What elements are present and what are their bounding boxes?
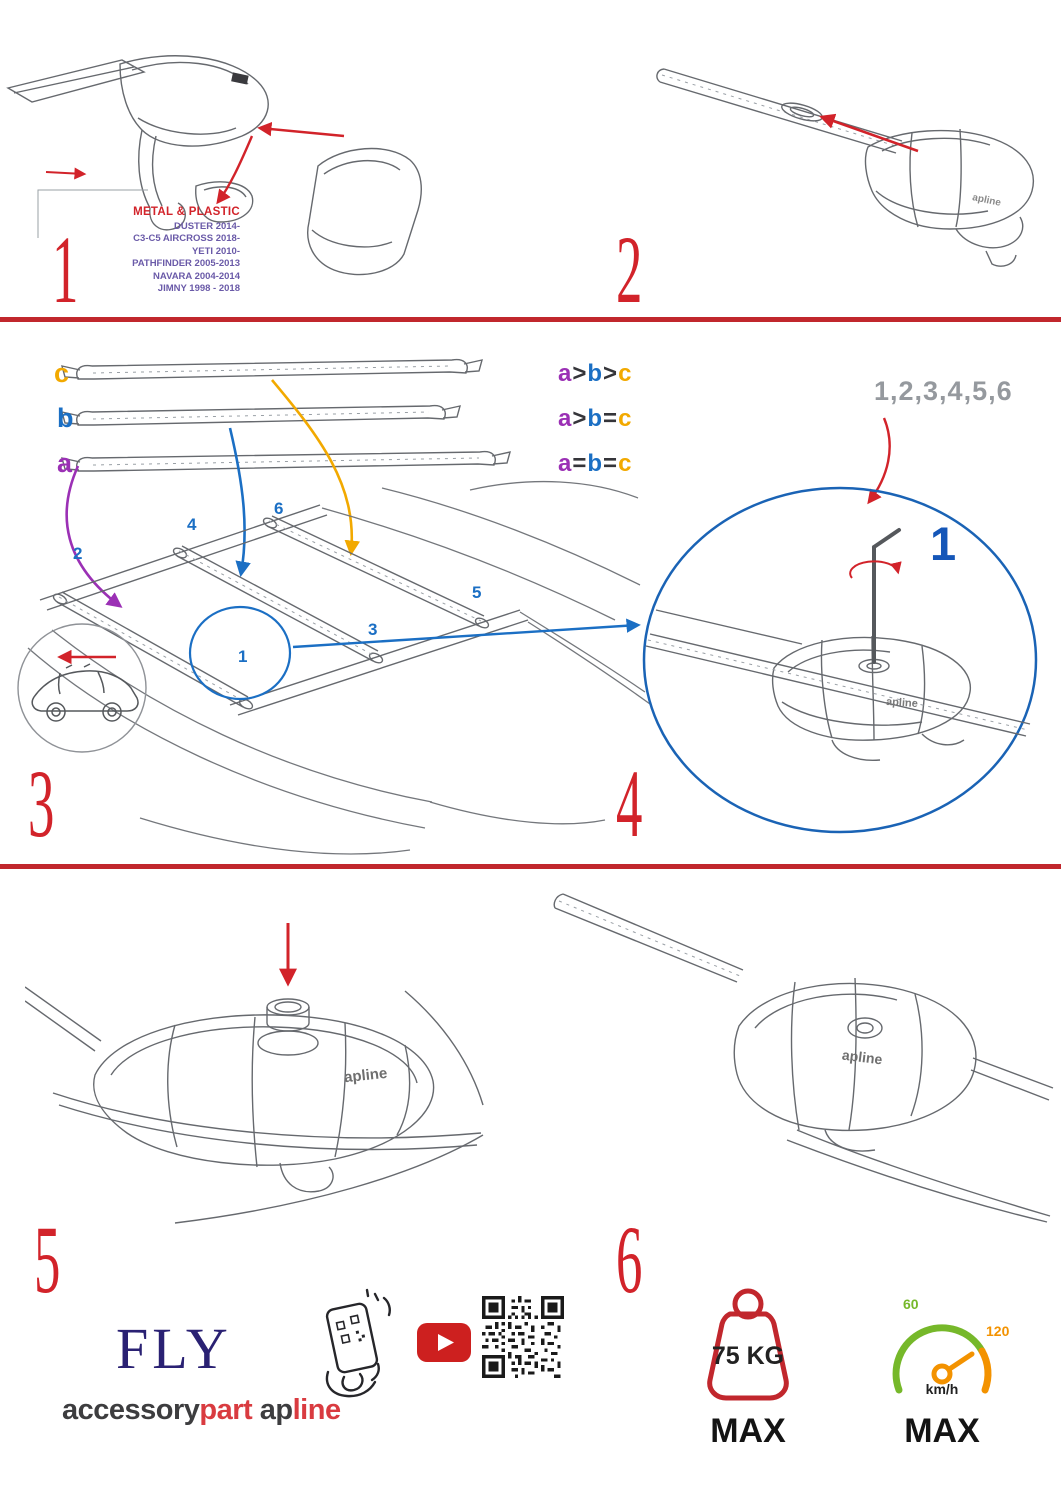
sequence-arrow bbox=[867, 417, 891, 505]
speed-unit-label: km/h bbox=[925, 1381, 959, 1397]
play-icon bbox=[438, 1334, 454, 1351]
legend-token: b bbox=[587, 360, 604, 387]
youtube-icon bbox=[417, 1323, 471, 1362]
legend-token: > bbox=[572, 405, 588, 432]
step-number-2: 2 bbox=[616, 216, 643, 323]
bar-label-b: b bbox=[57, 403, 74, 433]
brand-wordmark: accessorypart apline bbox=[62, 1396, 341, 1425]
zoom-circle bbox=[642, 486, 1038, 834]
size-legend-row-1: a>b>c bbox=[558, 362, 632, 386]
size-legend-row-3: a=b=c bbox=[558, 452, 632, 476]
bar-label-c: c bbox=[54, 358, 70, 388]
gauge-needle bbox=[939, 1351, 975, 1377]
bar-label-a: a bbox=[57, 448, 73, 478]
brand-word-accessory: accessory bbox=[62, 1394, 200, 1426]
position-number-6: 6 bbox=[274, 499, 284, 518]
model-item: DUSTER 2014- bbox=[174, 220, 240, 232]
legend-token: a bbox=[558, 450, 573, 477]
brand-word-part: part bbox=[199, 1394, 253, 1426]
section-divider bbox=[0, 317, 1061, 322]
max-load-label: MAX bbox=[710, 1412, 786, 1450]
legend-token: > bbox=[603, 360, 619, 387]
crossbars bbox=[61, 358, 511, 472]
model-item: YETI 2010- bbox=[191, 245, 240, 257]
car-direction-inset bbox=[17, 623, 147, 753]
step-number-3: 3 bbox=[28, 750, 55, 857]
phone-scan-icon bbox=[325, 1288, 391, 1398]
max-load-value: 75 KG bbox=[711, 1342, 785, 1370]
model-item: NAVARA 2004-2014 bbox=[153, 270, 240, 282]
legend-token: = bbox=[603, 450, 619, 477]
red-arrows bbox=[45, 121, 345, 205]
roof-rails bbox=[39, 504, 529, 716]
step-number-5: 5 bbox=[34, 1206, 61, 1313]
red-arrow bbox=[819, 113, 919, 153]
brand-mark: apline bbox=[841, 1046, 884, 1068]
max-speed-label: MAX bbox=[904, 1412, 980, 1450]
zoom-pointer-arrow bbox=[292, 618, 641, 649]
legend-token: a bbox=[558, 360, 573, 387]
legend-token: c bbox=[618, 405, 633, 432]
legend-token: a bbox=[558, 405, 573, 432]
torque-detail-drawing bbox=[642, 417, 1038, 834]
legend-token: c bbox=[618, 360, 633, 387]
legend-token: b bbox=[587, 405, 604, 432]
position-number-5: 5 bbox=[472, 583, 482, 602]
qr-code bbox=[482, 1296, 564, 1378]
legend-token: = bbox=[603, 405, 619, 432]
brand-mark: apline bbox=[343, 1064, 389, 1087]
mounted-foot-drawing bbox=[553, 893, 1054, 1223]
position-number-1: 1 bbox=[238, 647, 248, 666]
size-legend-row-2: a>b=c bbox=[558, 407, 632, 431]
brand-mark: apline bbox=[885, 695, 919, 711]
legend-token: b bbox=[587, 450, 604, 477]
model-item: C3-C5 AIRCROSS 2018- bbox=[133, 233, 240, 244]
brand-word-ap: ap bbox=[259, 1394, 293, 1426]
model-item: JIMNY 1998 - 2018 bbox=[157, 283, 240, 294]
vehicle-compatibility-list: METAL & PLASTIC DUSTER 2014- C3-C5 AIRCR… bbox=[98, 206, 240, 296]
step-number-4: 4 bbox=[616, 750, 643, 857]
model-item: PATHFINDER 2005-2013 bbox=[132, 258, 240, 269]
tightening-sequence: 1,2,3,4,5,6 bbox=[874, 376, 1013, 406]
legend-token: > bbox=[572, 360, 588, 387]
logo-patch bbox=[231, 72, 249, 85]
brand-model-title: FLY bbox=[116, 1316, 232, 1381]
step-number-6: 6 bbox=[616, 1206, 643, 1313]
car-body-lines bbox=[27, 480, 650, 855]
first-position-number: 1 bbox=[930, 517, 957, 570]
rotation-arrow bbox=[849, 560, 902, 579]
speed-high-tick: 120 bbox=[986, 1323, 1010, 1339]
section-divider bbox=[0, 864, 1061, 869]
size-arrows bbox=[65, 379, 361, 608]
position-number-2: 2 bbox=[73, 544, 83, 563]
brand-mark: apline bbox=[971, 192, 1002, 209]
allen-key bbox=[872, 528, 901, 664]
position-number-3: 3 bbox=[368, 620, 378, 639]
speed-low-tick: 60 bbox=[903, 1296, 919, 1312]
brand-word-line: line bbox=[292, 1394, 341, 1426]
legend-token: c bbox=[618, 450, 633, 477]
position-number-4: 4 bbox=[187, 515, 197, 534]
knob-press-drawing bbox=[25, 923, 484, 1224]
bar-end-drawing bbox=[656, 68, 1034, 267]
legend-token: = bbox=[572, 450, 588, 477]
step-number-1: 1 bbox=[52, 216, 79, 323]
material-label: METAL & PLASTIC bbox=[133, 206, 240, 218]
roof-overview-drawing bbox=[17, 358, 650, 855]
